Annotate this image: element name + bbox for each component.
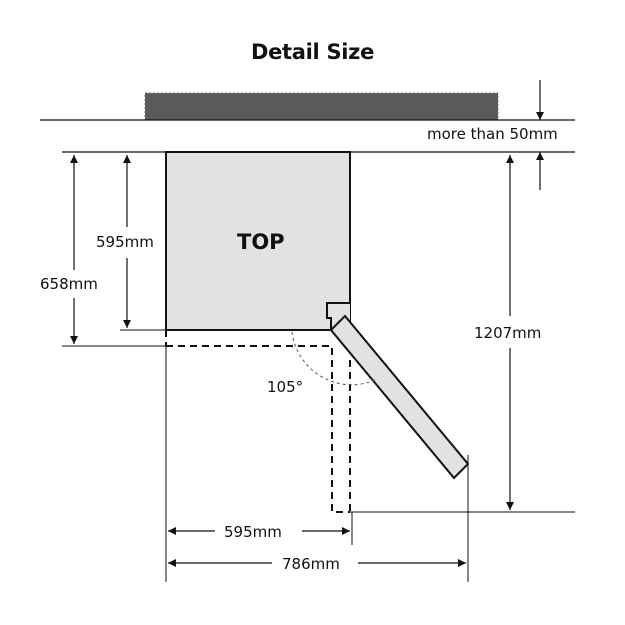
clearance-label: more than 50mm [427, 125, 558, 143]
door-angle-label: 105° [267, 378, 304, 396]
width-door-open-label: 786mm [282, 555, 340, 573]
open-door [329, 314, 470, 480]
wall-cabinet [144, 92, 499, 121]
fridge-body [165, 151, 351, 331]
door-open-depth-label: 1207mm [474, 324, 542, 342]
width-body-label: 595mm [224, 523, 282, 541]
angle-arc [291, 331, 376, 386]
depth-total-label: 658mm [40, 275, 98, 293]
depth-body-label: 595mm [96, 233, 154, 251]
top-label: TOP [237, 230, 285, 254]
door-dashed-outline [165, 330, 351, 513]
diagram-title: Detail Size [250, 40, 375, 64]
